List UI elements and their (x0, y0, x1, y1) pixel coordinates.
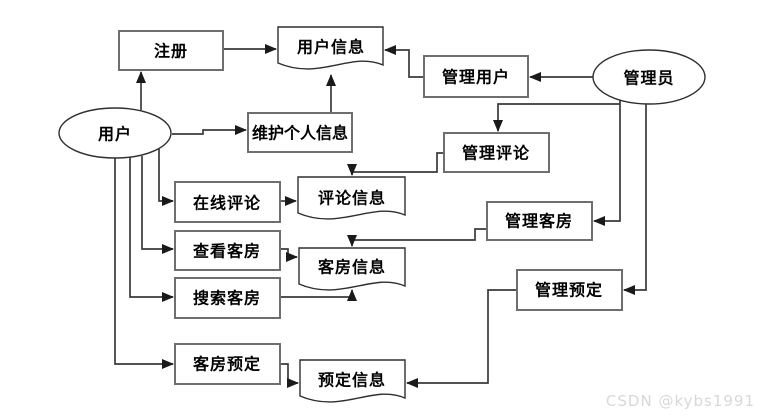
register-box (118, 30, 224, 71)
manage-room-label: 管理客房 (505, 212, 573, 231)
edge-manage-comment-to-comment-info (347, 152, 444, 176)
maintain-profile-label: 维护个人信息 (252, 124, 348, 143)
edge-user-to-search-room (129, 157, 174, 302)
edge-view-room-to-room-info (280, 248, 298, 262)
room-info-label: 客房信息 (318, 258, 386, 277)
manage-booking-box (516, 269, 623, 311)
view-room-box (174, 230, 281, 271)
edge-admin-to-manage-booking (623, 104, 647, 295)
edge-user-to-online-comment (158, 149, 174, 206)
manage-comment-label: 管理评论 (462, 144, 530, 163)
register-label: 注册 (154, 42, 188, 61)
manage-room-box (486, 201, 593, 241)
edge-search-room-to-room-info (280, 289, 357, 301)
manage-comment-box (443, 132, 550, 173)
online-comment-label: 在线评论 (193, 194, 261, 213)
edge-admin-to-manage-room (593, 100, 621, 226)
user-info-label: 用户信息 (297, 38, 365, 57)
manage-user-box (423, 55, 529, 98)
search-room-box (174, 277, 281, 319)
comment-info-label: 评论信息 (318, 189, 386, 208)
room-booking-label: 客房预定 (193, 355, 261, 374)
admin-actor-ellipse (592, 49, 706, 105)
csdn-watermark: CSDN @kybs1991 (606, 392, 755, 410)
user-label: 用户 (98, 125, 132, 144)
online-comment-box (174, 181, 281, 223)
search-room-label: 搜索客房 (193, 289, 261, 308)
edge-user-to-room-booking (114, 158, 174, 369)
booking-info-label: 预定信息 (318, 371, 386, 390)
room-booking-box (174, 343, 281, 385)
admin-label: 管理员 (623, 69, 674, 88)
manage-booking-label: 管理预定 (535, 281, 603, 300)
edge-admin-to-manage-comment (493, 103, 620, 132)
user-actor-ellipse (58, 107, 172, 159)
room-info-document (298, 247, 406, 291)
edge-room-booking-to-booking-info (280, 363, 299, 388)
edge-manage-room-to-room-info (347, 228, 487, 247)
edge-group (114, 44, 647, 388)
edge-user-to-view-room (141, 156, 174, 254)
edge-manage-user-to-user-info (384, 45, 424, 78)
edge-manage-booking-to-booking-info (406, 289, 517, 388)
user-info-document (277, 26, 384, 70)
booking-info-document (299, 359, 406, 403)
view-room-label: 查看客房 (193, 242, 261, 261)
maintain-profile-box (247, 112, 353, 153)
manage-user-label: 管理用户 (442, 68, 510, 87)
edge-user-to-maintain-profile (172, 125, 247, 135)
comment-info-document (297, 176, 406, 220)
